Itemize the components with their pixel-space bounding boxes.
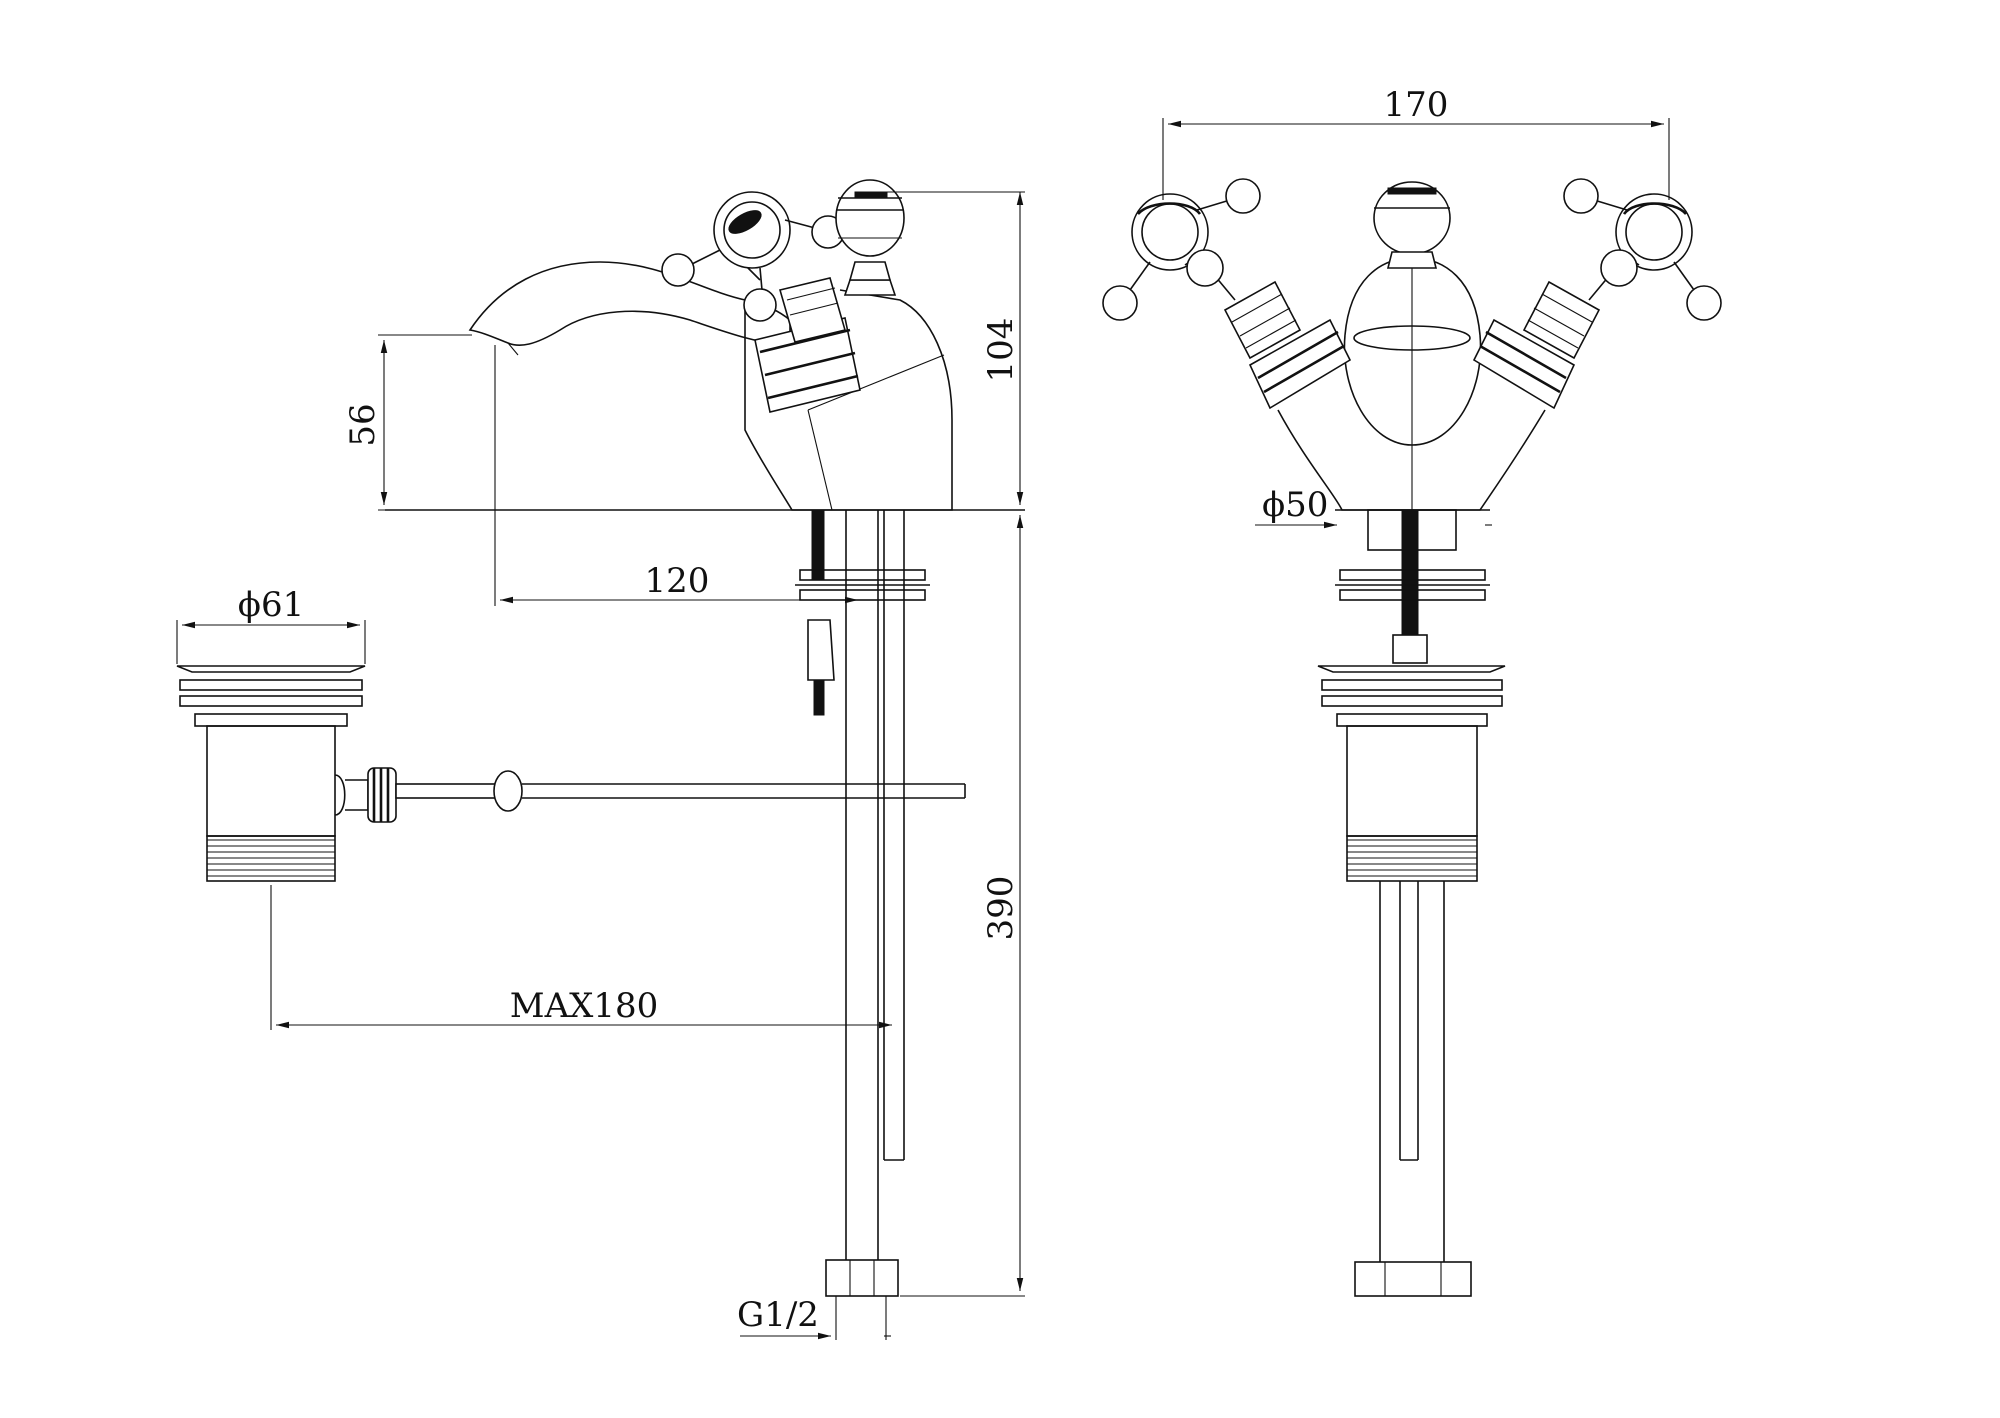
dim-g12-label: G1/2 bbox=[737, 1295, 819, 1335]
spout bbox=[468, 261, 791, 346]
front-right-handle bbox=[1472, 178, 1722, 410]
popup-waste bbox=[176, 665, 966, 882]
dim-120-label: 120 bbox=[645, 561, 710, 601]
dim-rod-max: MAX180 bbox=[270, 885, 892, 1030]
dim-170-label: 170 bbox=[1384, 85, 1449, 125]
dim-tail-length: 390 bbox=[900, 515, 1025, 1297]
side-under-basin bbox=[795, 509, 930, 1297]
front-lift-knob bbox=[1373, 181, 1451, 269]
dim-104-label: 104 bbox=[981, 318, 1021, 383]
dim-spout-reach: 120 bbox=[494, 345, 858, 606]
dim-tap-height: 104 bbox=[880, 191, 1025, 505]
dim-thread: G1/2 bbox=[737, 1295, 891, 1340]
front-view: 170 ϕ50 bbox=[1102, 85, 1722, 1297]
front-left-handle bbox=[1102, 178, 1352, 410]
dim-max180-label: MAX180 bbox=[510, 986, 658, 1026]
dim-50-label: ϕ50 bbox=[1262, 485, 1328, 525]
dim-spout-height: 56 bbox=[343, 334, 472, 511]
side-cross-handle bbox=[661, 191, 845, 322]
dim-390-label: 390 bbox=[981, 876, 1021, 941]
side-view: 56 104 120 ϕ61 MAX180 bbox=[176, 179, 1025, 1340]
dim-waste-diameter: ϕ61 bbox=[176, 585, 366, 664]
dim-56-label: 56 bbox=[343, 403, 383, 446]
dim-handle-span: 170 bbox=[1162, 85, 1670, 200]
valve-collar bbox=[754, 277, 861, 413]
lift-knob bbox=[835, 179, 905, 296]
tap-body bbox=[744, 289, 953, 511]
dim-base-diameter: ϕ50 bbox=[1255, 485, 1492, 529]
front-under-basin bbox=[1317, 509, 1506, 1297]
dim-61-label: ϕ61 bbox=[238, 585, 304, 625]
